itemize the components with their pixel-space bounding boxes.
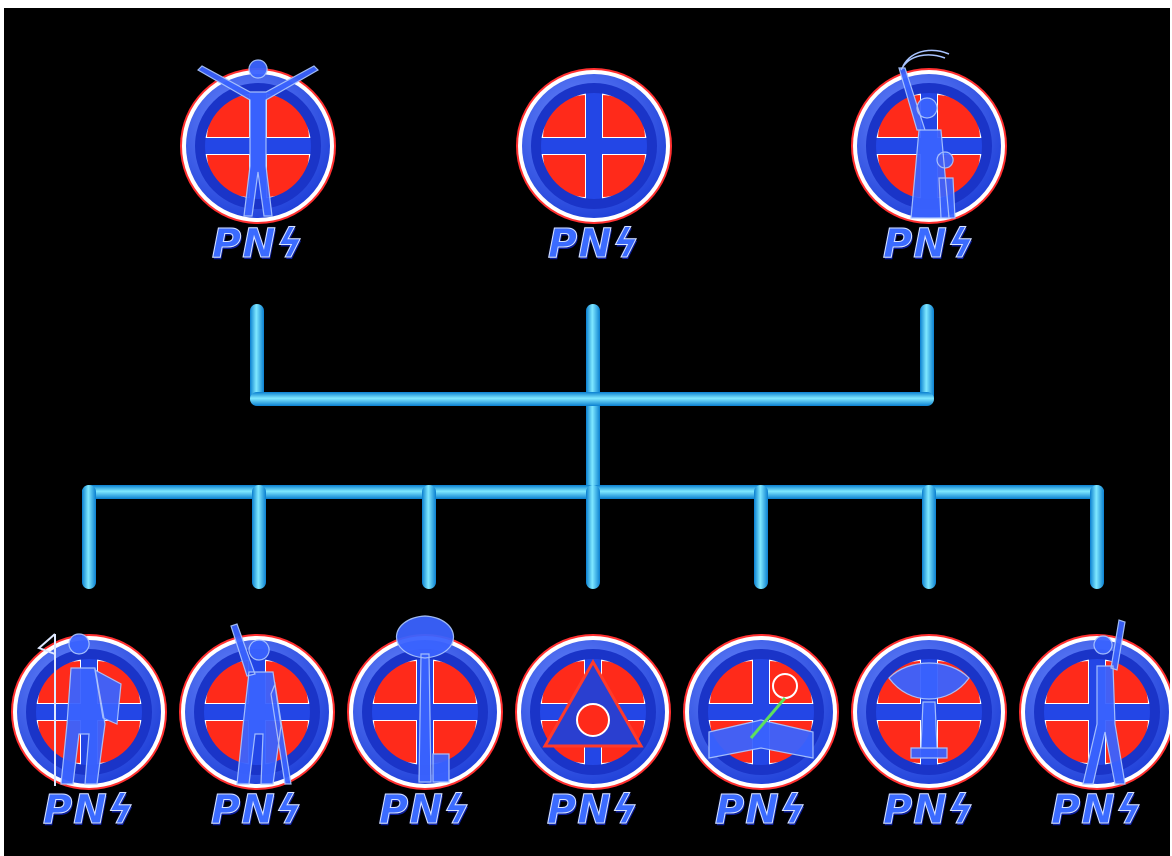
node-bottom-5: PNϟ xyxy=(681,614,841,854)
diagram-canvas: PNϟ PNϟ PNϟ PNϟ PNϟ PNϟ PNϟ PNϟ xyxy=(4,8,1170,856)
node-label: PNϟ xyxy=(1017,790,1170,830)
emblem-icon xyxy=(849,48,1009,228)
connector-drop-6 xyxy=(922,485,936,589)
emblem-icon xyxy=(1017,614,1170,794)
emblem-icon xyxy=(178,48,338,228)
whip-strands-icon xyxy=(901,50,949,70)
emblem-icon xyxy=(9,614,169,794)
connector-upper-bus xyxy=(250,392,934,406)
connector-drop-2 xyxy=(252,485,266,589)
emblem-icon xyxy=(513,614,673,794)
node-label: PNϟ xyxy=(681,790,841,830)
node-label: PNϟ xyxy=(345,790,505,830)
connector-drop-1 xyxy=(82,485,96,589)
node-top-2: PNϟ xyxy=(514,48,674,288)
node-bottom-6: PNϟ xyxy=(849,614,1009,854)
wheel-icon xyxy=(577,704,609,736)
emblem-icon xyxy=(681,614,841,794)
node-label: PNϟ xyxy=(178,224,338,264)
node-bottom-2: PNϟ xyxy=(177,614,337,854)
emblem-icon xyxy=(177,614,337,794)
connector-top-right xyxy=(920,304,934,404)
node-top-3: PNϟ xyxy=(849,48,1009,288)
emblem-icon xyxy=(849,614,1009,794)
node-label: PNϟ xyxy=(513,790,673,830)
connector-drop-4 xyxy=(586,485,600,589)
emblem-icon xyxy=(514,48,674,228)
node-bottom-7: PNϟ xyxy=(1017,614,1170,854)
flower-icon xyxy=(773,674,797,698)
node-bottom-4: PNϟ xyxy=(513,614,673,854)
connector-drop-5 xyxy=(754,485,768,589)
connector-drop-3 xyxy=(422,485,436,589)
node-label: PNϟ xyxy=(177,790,337,830)
node-bottom-1: PNϟ xyxy=(9,614,169,854)
node-label: PNϟ xyxy=(849,224,1009,264)
node-bottom-3: PNϟ xyxy=(345,614,505,854)
node-label: PNϟ xyxy=(9,790,169,830)
connector-drop-7 xyxy=(1090,485,1104,589)
emblem-icon xyxy=(345,614,505,794)
connector-top-left xyxy=(250,304,264,404)
node-top-1: PNϟ xyxy=(178,48,338,288)
node-label: PNϟ xyxy=(849,790,1009,830)
node-label: PNϟ xyxy=(514,224,674,264)
